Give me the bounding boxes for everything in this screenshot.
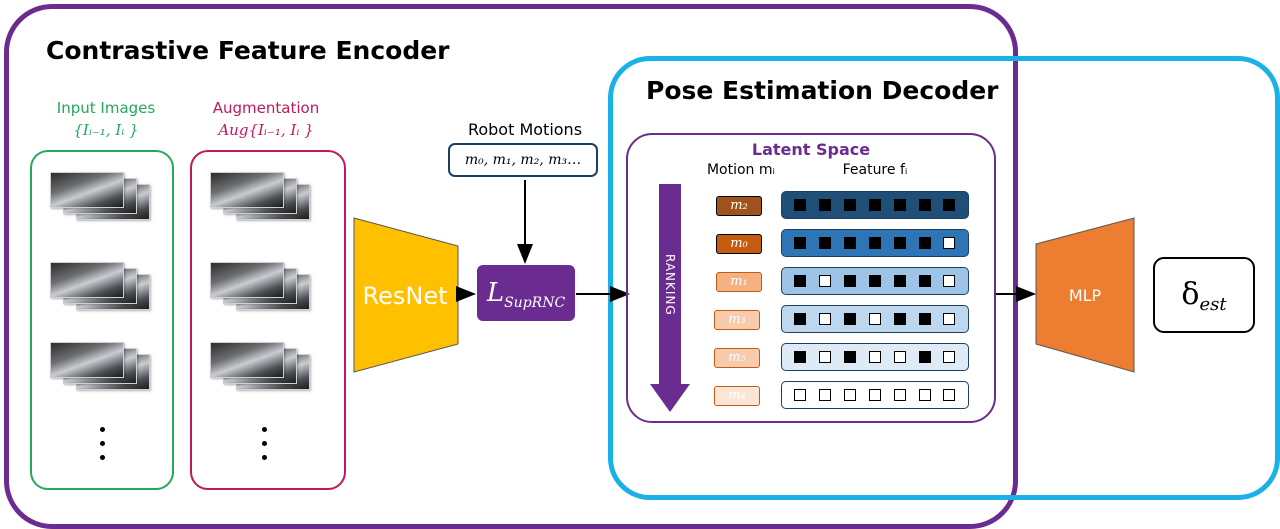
encoder-container	[4, 4, 1018, 529]
decoder-title: Pose Estimation Decoder	[646, 76, 999, 105]
feature-cell-filled	[918, 237, 931, 249]
ellipsis-dots	[262, 427, 268, 469]
feature-header: Feature fᵢ	[842, 162, 908, 178]
output-symbol: δ	[1181, 277, 1200, 312]
feature-cell-empty	[868, 389, 881, 401]
output-box: δest	[1153, 257, 1255, 333]
robot-motions-label: Robot Motions	[467, 120, 583, 139]
feature-cell-empty	[943, 313, 956, 325]
augmented-image-pair	[210, 342, 310, 402]
robot-motions-box: m₀, m₁, m₂, m₃…	[448, 143, 598, 177]
image-pair	[50, 342, 150, 402]
feature-cell-empty	[819, 351, 832, 363]
motion-tag: m₃	[714, 310, 760, 330]
latent-space-panel	[626, 133, 996, 423]
loss-box: LSupRNC	[477, 265, 575, 321]
image-pair	[50, 262, 150, 322]
feature-cell-filled	[844, 351, 857, 363]
resnet-shape	[353, 217, 459, 373]
image-pair	[50, 172, 150, 232]
feature-cell-empty	[819, 313, 832, 325]
feature-cell-empty	[794, 389, 807, 401]
feature-cell-empty	[819, 275, 832, 287]
motion-header: Motion mᵢ	[706, 162, 776, 178]
feature-cell-filled	[844, 275, 857, 287]
feature-row	[781, 305, 969, 333]
feature-cell-filled	[918, 313, 931, 325]
robot-motions-values: m₀, m₁, m₂, m₃…	[464, 152, 582, 168]
feature-cell-filled	[893, 237, 906, 249]
ranking-label: RANKING	[663, 254, 677, 316]
input-images-label: Input Images	[56, 99, 156, 117]
feature-cell-filled	[819, 199, 832, 211]
feature-cell-filled	[844, 313, 857, 325]
feature-cell-filled	[819, 237, 832, 249]
motion-tag: m₂	[716, 196, 762, 216]
feature-cell-empty	[819, 389, 832, 401]
augmented-image-pair	[210, 172, 310, 232]
feature-cell-filled	[794, 237, 807, 249]
ellipsis-dots	[100, 427, 106, 469]
feature-cell-filled	[794, 313, 807, 325]
loss-symbol: L	[486, 278, 505, 308]
resnet-label: ResNet	[362, 282, 448, 310]
feature-cell-empty	[943, 237, 956, 249]
feature-cell-filled	[868, 237, 881, 249]
feature-row	[781, 381, 969, 409]
feature-cell-filled	[943, 199, 956, 211]
ranking-arrow	[650, 184, 690, 412]
feature-cell-empty	[943, 275, 956, 287]
mlp-shape	[1035, 217, 1135, 373]
feature-cell-empty	[943, 351, 956, 363]
augmented-image-pair	[210, 262, 310, 322]
input-images-box	[30, 150, 174, 490]
latent-space-title: Latent Space	[751, 140, 871, 159]
augmentation-label: Augmentation	[212, 99, 320, 117]
feature-cell-filled	[844, 237, 857, 249]
loss-subscript: SupRNC	[504, 295, 566, 311]
feature-cell-filled	[893, 313, 906, 325]
output-subscript: est	[1199, 294, 1227, 315]
motion-tag: m₁	[716, 272, 762, 292]
feature-cell-filled	[844, 199, 857, 211]
feature-cell-empty	[943, 389, 956, 401]
input-images-math: {Iᵢ₋₁, Iᵢ }	[73, 121, 139, 139]
feature-cell-filled	[868, 275, 881, 287]
encoder-title: Contrastive Feature Encoder	[46, 36, 450, 65]
feature-row	[781, 267, 969, 295]
feature-cell-filled	[918, 199, 931, 211]
feature-cell-filled	[794, 275, 807, 287]
feature-cell-empty	[918, 389, 931, 401]
feature-cell-empty	[844, 389, 857, 401]
motion-tag: m₀	[716, 234, 762, 254]
augmentation-math: Aug{Iᵢ₋₁, Iᵢ }	[218, 121, 314, 139]
feature-cell-filled	[868, 199, 881, 211]
feature-row	[781, 343, 969, 371]
feature-cell-empty	[893, 389, 906, 401]
feature-row	[781, 191, 969, 219]
feature-cell-empty	[893, 351, 906, 363]
feature-cell-filled	[918, 351, 931, 363]
feature-cell-empty	[868, 351, 881, 363]
feature-cell-filled	[893, 199, 906, 211]
feature-cell-filled	[918, 275, 931, 287]
augmentation-box	[190, 150, 346, 490]
motion-tag: m₅	[714, 348, 760, 368]
mlp-label: MLP	[1068, 286, 1102, 305]
feature-row	[781, 229, 969, 257]
feature-cell-filled	[794, 351, 807, 363]
feature-cell-filled	[893, 275, 906, 287]
decoder-container	[608, 56, 1280, 500]
feature-cell-filled	[794, 199, 807, 211]
feature-cell-empty	[868, 313, 881, 325]
motion-tag: m₄	[714, 386, 760, 406]
